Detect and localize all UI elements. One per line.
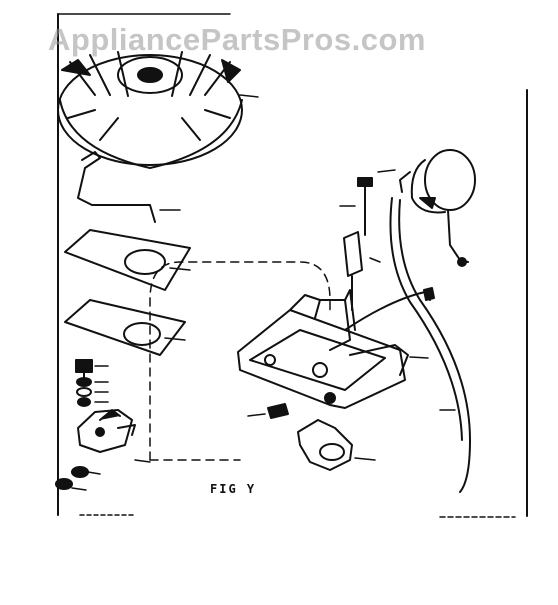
cam-lever <box>297 419 376 471</box>
watermark-text: AppliancePartsPros.com <box>48 22 426 57</box>
flywheel <box>57 51 259 169</box>
condenser <box>339 177 381 311</box>
gasket-lower <box>64 299 186 356</box>
breaker-points <box>77 409 151 463</box>
figure-label: FIG Y <box>210 482 257 496</box>
retainer-wire <box>77 151 156 223</box>
small-hardware <box>75 359 109 407</box>
assembly-dash-line <box>149 261 331 461</box>
lower-washers <box>55 466 101 491</box>
small-clip <box>247 403 289 419</box>
armature-plate <box>237 289 429 409</box>
gasket-upper <box>64 229 191 291</box>
ignition-coil <box>377 149 476 493</box>
